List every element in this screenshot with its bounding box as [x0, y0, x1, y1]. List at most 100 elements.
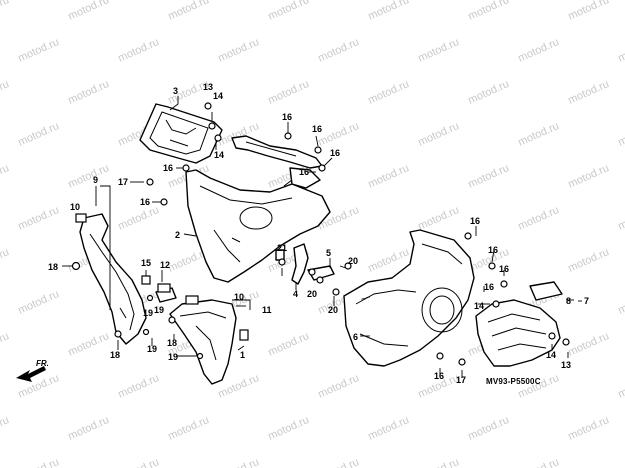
callout-numbers: 3 13 14 14 16 16 16 16 16 1 7 9 16 2 18 1…	[48, 82, 589, 385]
callout: 16	[499, 264, 509, 274]
watermark-text: motod.ru	[0, 0, 11, 23]
watermark-text: motod.ru	[566, 330, 611, 359]
watermark-text: motod.ru	[616, 456, 625, 468]
callout: 16	[163, 163, 173, 173]
watermark-text: motod.ru	[566, 162, 611, 191]
part-3-inner-panel	[139, 103, 223, 164]
watermark-text: motod.ru	[566, 78, 611, 107]
callout: 2	[175, 230, 180, 240]
fasteners	[71, 102, 570, 366]
callout: 11	[262, 305, 272, 315]
watermark-text: motod.ru	[0, 78, 11, 107]
callout: 21	[277, 243, 287, 253]
watermark-text: motod.ru	[16, 120, 61, 149]
part-6-right-cowl: ~~	[343, 229, 475, 367]
callout: 14	[214, 150, 224, 160]
watermark-text: motod.ru	[16, 204, 61, 233]
watermark-text: motod.ru	[116, 372, 161, 401]
watermark-text: motod.ru	[416, 36, 461, 65]
part-8-inner-panel	[475, 281, 563, 367]
callout: 7	[584, 296, 589, 306]
watermark-text: motod.ru	[616, 204, 625, 233]
callout: 10	[234, 292, 244, 302]
watermark-text: motod.ru	[366, 414, 411, 443]
diagram-code-label: MV93-P5500C	[486, 377, 541, 386]
callout: 14	[474, 301, 484, 311]
callout: 19	[168, 352, 178, 362]
leader-lines	[62, 96, 574, 378]
watermark-text: motod.ru	[316, 120, 361, 149]
part-1-lower-fairing	[155, 287, 237, 385]
watermark-text: motod.ru	[0, 414, 11, 443]
upper-bracket-strip	[231, 135, 323, 189]
callout: 13	[203, 82, 213, 92]
callout: 3	[173, 86, 178, 96]
watermark-text: motod.ru	[466, 0, 511, 23]
watermark-text: motod.ru	[566, 414, 611, 443]
callout: 16	[299, 167, 309, 177]
callout: 15	[141, 258, 151, 268]
watermark-text: motod.ru	[216, 456, 261, 468]
watermark-text: motod.ru	[466, 414, 511, 443]
watermark-text: motod.ru	[516, 36, 561, 65]
part-4-bracket	[291, 243, 309, 285]
watermark-text: motod.ru	[516, 120, 561, 149]
front-direction-label: FR.	[36, 359, 49, 368]
watermark-text: motod.ru	[316, 456, 361, 468]
watermark-text: motod.ru	[566, 0, 611, 23]
callout: 9	[93, 175, 98, 185]
watermark-text: motod.ru	[416, 204, 461, 233]
callout: 14	[213, 91, 223, 101]
callout: 18	[48, 262, 58, 272]
callout: 1	[240, 350, 245, 360]
watermark-text: motod.ru	[66, 78, 111, 107]
watermark-text: motod.ru	[616, 288, 625, 317]
watermark-text: motod.ru	[66, 330, 111, 359]
callout: 5	[326, 248, 331, 258]
callout: 13	[561, 360, 571, 370]
watermark-text: motod.ru	[0, 330, 11, 359]
callout: 19	[154, 305, 164, 315]
watermark-text: motod.ru	[466, 162, 511, 191]
watermark-text: motod.ru	[16, 288, 61, 317]
callout: 16	[282, 112, 292, 122]
watermark-text: motod.ru	[516, 204, 561, 233]
watermark-text: motod.ru	[266, 0, 311, 23]
watermark-text: motod.ru	[616, 372, 625, 401]
front-direction-arrow-icon: FR.	[16, 359, 49, 382]
callout: 16	[434, 371, 444, 381]
watermark-text: motod.ru	[616, 36, 625, 65]
watermark-text: motod.ru	[566, 246, 611, 275]
callout: 16	[330, 148, 340, 158]
callout: 8	[566, 296, 571, 306]
watermark-text: motod.ru	[0, 162, 11, 191]
watermark-text: motod.ru	[366, 0, 411, 23]
watermark-text: motod.ru	[266, 78, 311, 107]
callout: 10	[70, 202, 80, 212]
watermark-text: motod.ru	[366, 78, 411, 107]
watermark-text: motod.ru	[516, 456, 561, 468]
callout: 16	[140, 197, 150, 207]
callout: 19	[147, 344, 157, 354]
part-2-center-cowl	[185, 169, 331, 283]
callout: 20	[307, 289, 317, 299]
watermark-text: motod.ru	[616, 120, 625, 149]
watermark-text: motod.ru	[0, 246, 11, 275]
watermark-text: motod.ru	[16, 456, 61, 468]
callout: 16	[484, 282, 494, 292]
watermark-text: motod.ru	[316, 372, 361, 401]
callout: 6	[353, 332, 358, 342]
part-9-left-cowl	[75, 213, 147, 345]
part-6-logo-mark: ~~	[360, 292, 372, 304]
callout: 14	[546, 350, 556, 360]
callout: 20	[328, 305, 338, 315]
watermark-text: motod.ru	[366, 162, 411, 191]
watermark-text: motod.ru	[266, 414, 311, 443]
watermark-text: motod.ru	[416, 456, 461, 468]
watermark-text: motod.ru	[316, 36, 361, 65]
callout: 19	[143, 308, 153, 318]
watermark-text: motod.ru	[16, 36, 61, 65]
callout: 16	[312, 124, 322, 134]
